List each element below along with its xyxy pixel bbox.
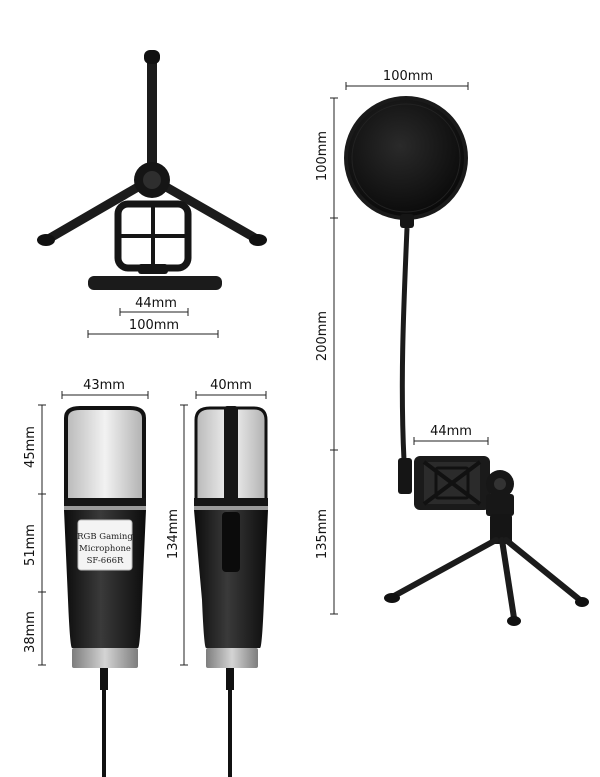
pop-filter-height-label: 100mm [315,131,330,181]
mic-base-height-label: 38mm [23,611,38,653]
mic-total-height-label: 134mm [166,509,181,559]
tripod-inner-width-label: 44mm [135,296,177,311]
shock-mount-width-label: 44mm [430,424,472,439]
mic-label-line-2: Microphone [79,544,131,554]
mic-label-line-3: SF-666R [87,556,124,566]
tripod-outer-width-label: 100mm [129,318,179,333]
microphone-front-view [64,406,146,777]
mic-side-dimension-lines [180,391,267,666]
mic-front-dimension-lines [38,391,149,666]
folded-tripod [37,50,267,290]
mic-label-line-1: RGB Gaming [77,532,133,542]
pop-filter-dimension-lines [330,82,489,615]
stand-height-label: 135mm [315,509,330,559]
mic-side-width-label: 40mm [210,378,252,393]
tripod-dimension-lines [87,308,219,338]
mic-head-height-label: 45mm [23,426,38,468]
microphone-side-view [194,406,268,777]
pop-filter-width-label: 100mm [383,69,433,84]
pop-filter-assembly [344,96,589,626]
mic-body-height-label: 51mm [23,524,38,566]
gooseneck-length-label: 200mm [315,311,330,361]
mic-front-width-label: 43mm [83,378,125,393]
